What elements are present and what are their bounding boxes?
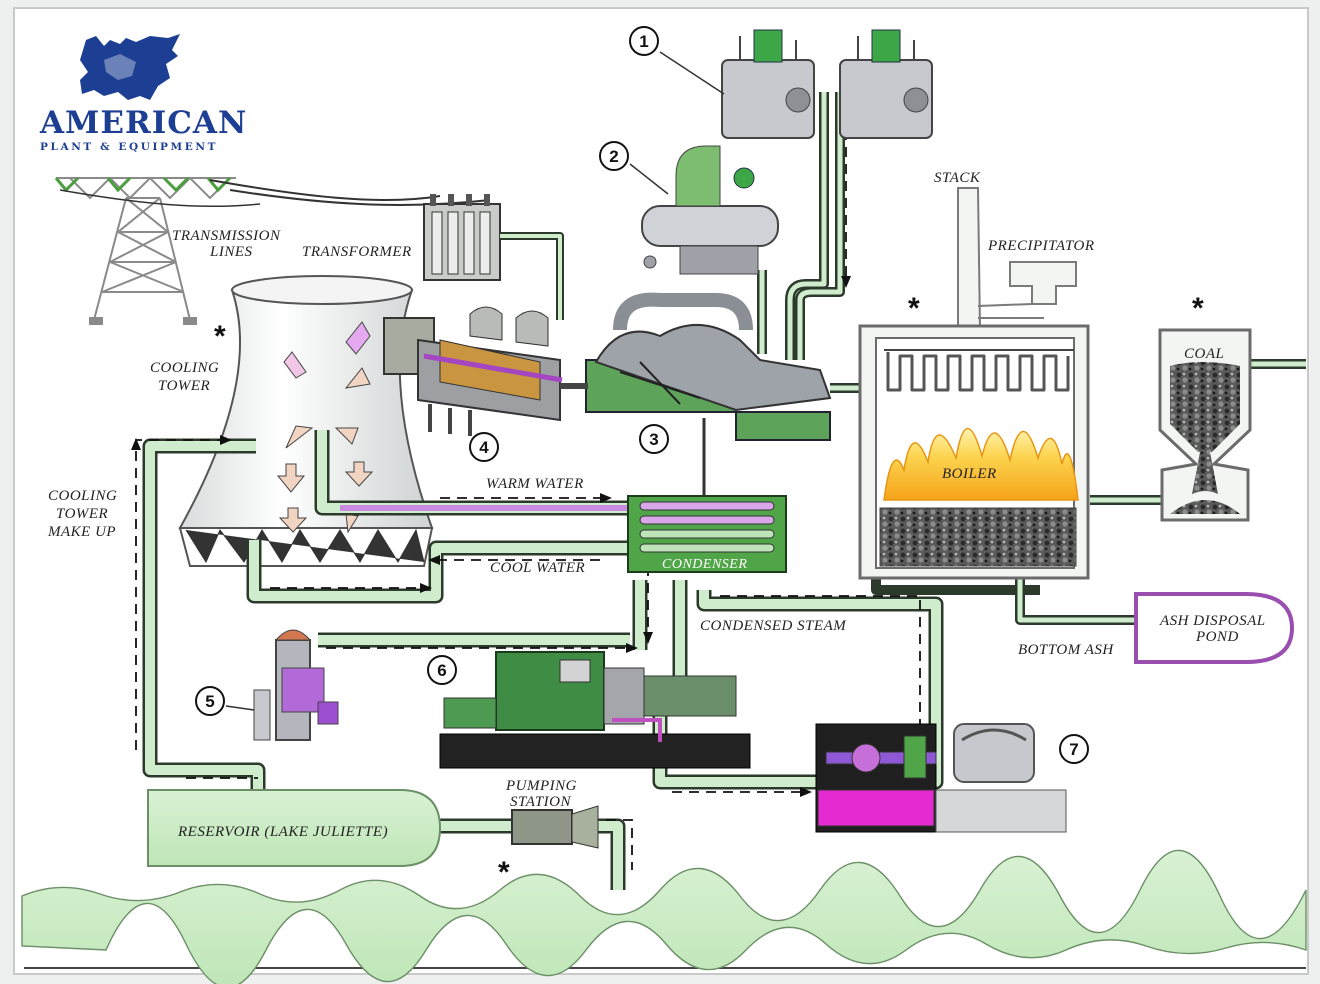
label-tower: TOWER	[158, 378, 210, 394]
callout-7	[1059, 734, 1089, 764]
control-valve-units	[721, 29, 933, 139]
company-logo: AMERICAN PLANT & EQUIPMENT	[39, 34, 247, 153]
label-cool-water: COOL WATER	[490, 560, 585, 576]
callout-6-number: 6	[437, 661, 446, 680]
label-bottom-ash: BOTTOM ASH	[1018, 642, 1114, 658]
ash-disposal-pond	[1134, 592, 1295, 664]
coal-bed	[879, 507, 1077, 567]
label-coal: COAL	[1184, 346, 1224, 362]
callout-5	[195, 686, 225, 716]
griffin-emblem-icon	[80, 34, 180, 100]
label-condensed-steam: CONDENSED STEAM	[700, 618, 847, 634]
label-cooling-tower-2: TOWER	[56, 506, 108, 522]
label-transmission: TRANSMISSION	[172, 228, 281, 244]
label-lines: LINES	[209, 244, 253, 260]
asterisk-marker: *	[214, 320, 226, 353]
condenser-label: CONDENSER	[662, 557, 747, 572]
flow-arrows	[131, 96, 1072, 870]
boiler-feed-pump	[815, 723, 1067, 833]
label-transformer: TRANSFORMER	[302, 244, 412, 260]
feed-pump-skid	[439, 651, 751, 769]
boiler-flames	[883, 427, 1079, 501]
label-precipitator: PRECIPITATOR	[987, 238, 1095, 254]
transformer	[423, 194, 501, 281]
river-water	[21, 849, 1307, 984]
callout-3-number: 3	[649, 430, 658, 449]
callout-5-number: 5	[205, 692, 214, 711]
label-cooling: COOLING	[150, 360, 219, 376]
boiler	[858, 187, 1090, 580]
pumping-station	[511, 805, 599, 849]
feedwater-heater	[641, 145, 779, 275]
label-pond: POND	[1195, 629, 1239, 645]
label-boiler: BOILER	[942, 466, 997, 482]
coal-hopper	[1158, 328, 1252, 522]
label-stack: STACK	[934, 170, 981, 186]
transmission-line	[59, 189, 261, 208]
logo-wordmark: AMERICAN	[39, 105, 247, 141]
precipitator	[1009, 261, 1077, 305]
callout-1	[629, 26, 659, 56]
label-cooling-tower-3: MAKE UP	[47, 524, 116, 540]
callout-4	[469, 432, 499, 462]
callout-3	[639, 424, 669, 454]
callout-6	[427, 655, 457, 685]
label-ash-disposal: ASH DISPOSAL	[1159, 613, 1266, 629]
generator	[383, 306, 588, 436]
transmission-line	[209, 179, 441, 201]
callout-7-number: 7	[1069, 740, 1078, 759]
deaerator	[253, 629, 339, 741]
callout-4-number: 4	[479, 438, 489, 457]
callout-1-number: 1	[639, 32, 648, 51]
label-station: STATION	[510, 794, 572, 810]
label-warm-water: WARM WATER	[486, 476, 584, 492]
stack	[957, 187, 982, 331]
label-reservoir: RESERVOIR (LAKE JULIETTE)	[177, 824, 388, 840]
asterisk-marker: *	[908, 292, 920, 325]
transmission-tower	[54, 176, 236, 325]
logo-tagline: PLANT & EQUIPMENT	[40, 141, 218, 153]
reservoir	[147, 789, 442, 867]
callout-2	[599, 141, 629, 171]
asterisk-marker: *	[498, 856, 510, 889]
label-pumping: PUMPING	[505, 778, 577, 794]
condenser: CONDENSER	[627, 495, 787, 573]
label-cooling-tower-1: COOLING	[48, 488, 117, 504]
callout-2-number: 2	[609, 147, 618, 166]
asterisk-marker: *	[1192, 292, 1204, 325]
cooling-tower	[178, 275, 434, 567]
